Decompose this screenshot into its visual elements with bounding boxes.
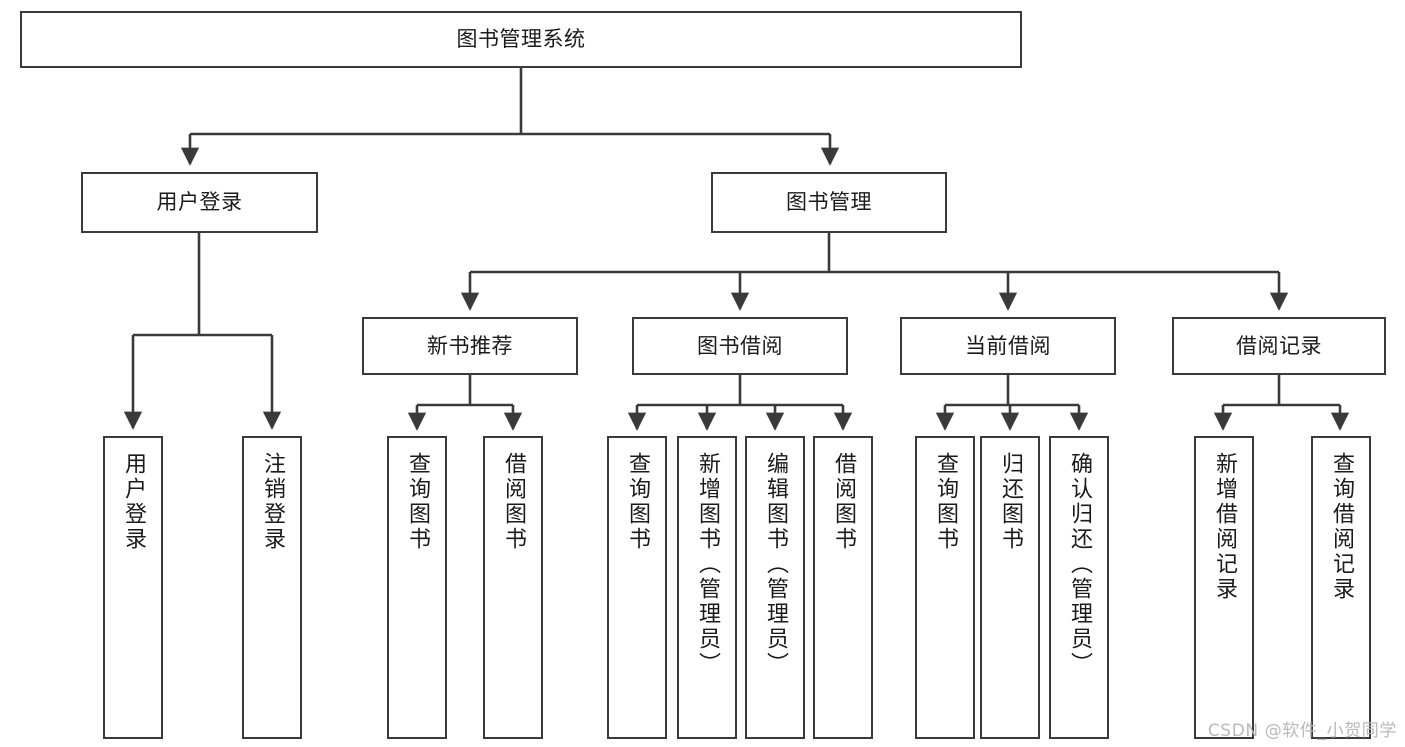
leaf-label: 借阅图书 xyxy=(501,452,526,552)
node-new-book-recommend-label: 新书推荐 xyxy=(427,333,513,358)
leaf-label: 用户登录 xyxy=(121,452,146,552)
leaf-current-borrow-query[interactable]: 查询图书 xyxy=(915,436,975,739)
leaf-book-borrow-lend[interactable]: 借阅图书 xyxy=(813,436,873,739)
node-user-login-label: 用户登录 xyxy=(156,190,243,215)
leaf-label: 新增借阅记录 xyxy=(1212,452,1237,602)
node-new-book-recommend[interactable]: 新书推荐 xyxy=(362,317,578,375)
node-book-management-label: 图书管理 xyxy=(786,190,872,215)
leaf-borrow-record-add[interactable]: 新增借阅记录 xyxy=(1194,436,1254,739)
leaf-label: 编辑图书（管理员） xyxy=(763,452,788,677)
leaf-label: 归还图书 xyxy=(998,452,1023,552)
leaf-label: 确认归还（管理员） xyxy=(1067,452,1092,677)
leaf-new-book-borrow[interactable]: 借阅图书 xyxy=(483,436,543,739)
node-book-borrow-label: 图书借阅 xyxy=(697,333,783,358)
node-book-borrow[interactable]: 图书借阅 xyxy=(632,317,848,375)
leaf-label: 查询借阅记录 xyxy=(1329,452,1354,602)
node-root[interactable]: 图书管理系统 xyxy=(20,11,1022,68)
node-root-label: 图书管理系统 xyxy=(456,27,586,52)
node-borrow-record[interactable]: 借阅记录 xyxy=(1172,317,1386,375)
leaf-label: 查询图书 xyxy=(405,452,430,552)
node-current-borrow[interactable]: 当前借阅 xyxy=(900,317,1116,375)
leaf-label: 查询图书 xyxy=(933,452,958,552)
leaf-book-borrow-edit[interactable]: 编辑图书（管理员） xyxy=(745,436,805,739)
leaf-book-borrow-query[interactable]: 查询图书 xyxy=(607,436,667,739)
leaf-user-login-signin[interactable]: 用户登录 xyxy=(103,436,163,739)
node-current-borrow-label: 当前借阅 xyxy=(965,333,1051,358)
leaf-borrow-record-query[interactable]: 查询借阅记录 xyxy=(1311,436,1371,739)
leaf-current-borrow-return[interactable]: 归还图书 xyxy=(980,436,1040,739)
leaf-new-book-query[interactable]: 查询图书 xyxy=(387,436,447,739)
leaf-label: 查询图书 xyxy=(625,452,650,552)
leaf-book-borrow-add[interactable]: 新增图书（管理员） xyxy=(677,436,737,739)
node-user-login[interactable]: 用户登录 xyxy=(81,172,318,233)
leaf-label: 借阅图书 xyxy=(831,452,856,552)
node-borrow-record-label: 借阅记录 xyxy=(1236,333,1322,358)
leaf-current-borrow-confirm[interactable]: 确认归还（管理员） xyxy=(1049,436,1109,739)
node-book-management[interactable]: 图书管理 xyxy=(711,172,947,233)
leaf-label: 注销登录 xyxy=(260,452,285,552)
leaf-user-login-signout[interactable]: 注销登录 xyxy=(242,436,302,739)
leaf-label: 新增图书（管理员） xyxy=(695,452,720,677)
